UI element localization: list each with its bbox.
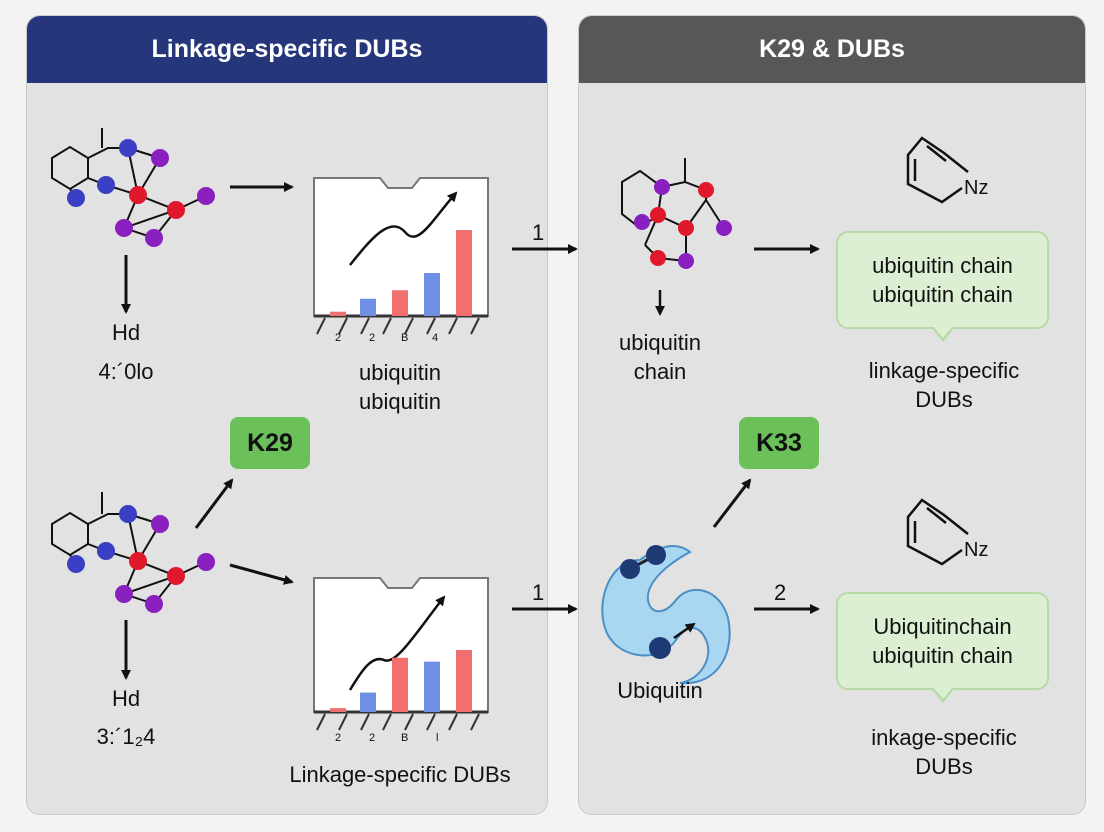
k33-badge: K33 (739, 417, 819, 469)
mol-label-top-1: Hd (111, 320, 141, 345)
chart-bar (392, 657, 408, 712)
arrow-label-bottom-1: 1 (532, 580, 545, 605)
callout-top-line-1: ubiquitin chain (872, 253, 1013, 278)
tick-label: 2 (369, 332, 376, 344)
chart-bar (424, 661, 440, 712)
atoms-top-right (634, 179, 732, 269)
arrow-label-top-1: 1 (532, 220, 545, 245)
chart-bars-bottom (330, 650, 472, 712)
chart-caption-top-1: ubiquitin (359, 360, 441, 385)
chart-bar (360, 298, 376, 316)
chart-bar (360, 692, 376, 712)
mol-label-bottom-2: 3:´1₂4 (96, 724, 156, 749)
chart-bars-top (330, 230, 472, 316)
panel-left-title: Linkage-specific DUBs (27, 16, 547, 83)
chart-bar (456, 230, 472, 316)
callout-bottom: Ubiquitinchain ubiquitin chain (836, 592, 1049, 703)
chart-bar (392, 290, 408, 316)
chart-caption-bottom: Linkage-specific DUBs (289, 762, 511, 787)
arrow-to-k33 (712, 478, 752, 528)
k29-badge: K29 (230, 417, 310, 469)
callout-top-line-2: ubiquitin chain (872, 282, 1013, 307)
molecule-top-right (621, 158, 725, 262)
pyridine-ring-bottom-icon (906, 498, 969, 566)
chart-caption-top-2: ubiquitin (359, 389, 441, 414)
mol-caption-right-2: chain (633, 359, 687, 384)
panel-right-title: K29 & DUBs (579, 16, 1085, 83)
tick-label: B (401, 332, 409, 344)
mol-label-bottom-1: Hd (111, 686, 141, 711)
caption-top-right-2: DUBs (915, 387, 973, 412)
atoms-bottom-left (67, 505, 215, 613)
pyridine-ring-top-icon (906, 136, 969, 204)
mol-label-top-2: 4:´0lo (98, 359, 154, 384)
arrow-right-bottom-left (229, 563, 294, 585)
tick-label: 2 (335, 732, 342, 744)
callout-top: ubiquitin chain ubiquitin chain (836, 231, 1049, 342)
protein-ribbon (601, 545, 731, 685)
protein-atoms (620, 545, 696, 659)
chart-bar (456, 650, 472, 712)
caption-bottom-right-1: inkage-specific (871, 725, 1017, 750)
protein-caption: Ubiquitin (617, 678, 703, 703)
chart-bar (330, 708, 346, 712)
mol-caption-right-1: ubiquitin (619, 330, 701, 355)
ring-label-bottom: Nz (964, 539, 989, 561)
caption-top-right-1: linkage-specific (868, 358, 1020, 383)
atoms-top-left (67, 139, 215, 247)
tick-label: B (401, 732, 409, 744)
callout-bottom-line-2: ubiquitin chain (872, 643, 1013, 668)
caption-bottom-right-2: DUBs (915, 754, 973, 779)
arrow-label-bottom-2: 2 (774, 580, 787, 605)
ring-label-top: Nz (964, 177, 989, 199)
tick-label: 2 (335, 332, 342, 344)
callout-bottom-line-1: Ubiquitinchain (873, 614, 1012, 639)
arrow-to-k29 (194, 478, 234, 529)
tick-label: 4 (432, 332, 439, 344)
chart-bar (330, 311, 346, 316)
tick-label: l (436, 732, 439, 744)
tick-label: 2 (369, 732, 376, 744)
chart-bar (424, 273, 440, 316)
